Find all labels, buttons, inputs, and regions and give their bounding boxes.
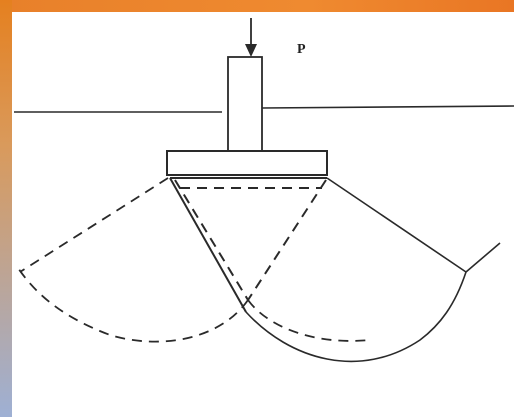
log-spiral-solid xyxy=(245,271,467,363)
left-radial-dashed xyxy=(19,177,169,273)
left-border xyxy=(0,0,12,417)
diagram-canvas: P xyxy=(12,12,514,417)
left-spiral-dashed xyxy=(17,267,249,343)
right-spiral-dashed xyxy=(247,299,371,342)
footing xyxy=(166,150,328,176)
wedge-dashed-left xyxy=(174,179,249,301)
passive-zone-solid xyxy=(465,242,501,273)
load-label: P xyxy=(297,42,306,57)
radial-shear-zone-solid xyxy=(326,177,467,273)
wedge-dashed-right xyxy=(247,179,327,301)
bearing-capacity-diagram xyxy=(14,18,514,363)
load-arrow-head xyxy=(245,44,257,57)
elastic-wedge-solid xyxy=(169,177,247,313)
top-border xyxy=(0,0,514,12)
column xyxy=(227,56,263,152)
ground-surface-right xyxy=(261,105,514,109)
